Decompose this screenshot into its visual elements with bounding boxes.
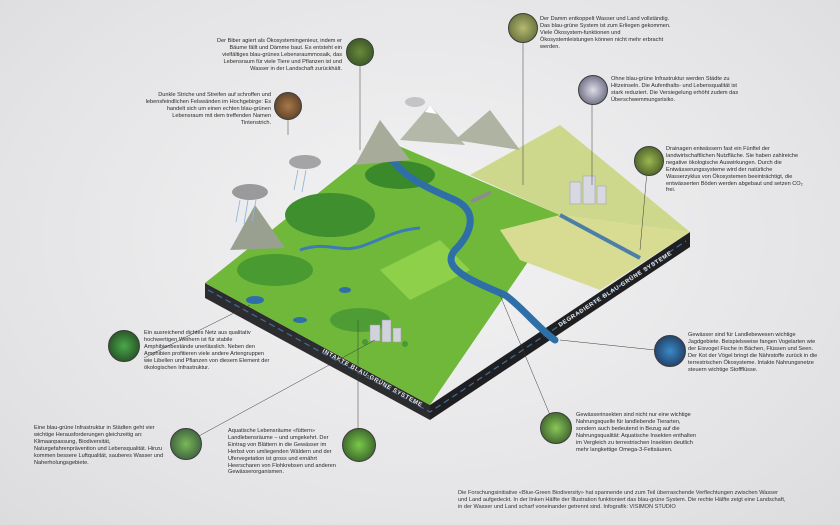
degraded-land-surface — [470, 125, 690, 232]
callout-cliffs: Dunkle Striche und Streifen auf schroffe… — [145, 92, 271, 126]
groundwater-strip — [207, 240, 687, 413]
cliff-pin — [274, 92, 302, 120]
beaver-pin — [346, 38, 374, 66]
callout-kingfisher: Gewässer sind für Landlebewesen wichtige… — [688, 332, 818, 373]
snow-cap — [425, 105, 437, 114]
callout-ponds: Ein ausreichend dichtes Netz aus qualita… — [144, 330, 270, 371]
river — [381, 146, 559, 344]
ponds-pin — [108, 330, 140, 362]
drainage-pin — [634, 146, 664, 176]
forest-patch-1 — [285, 193, 375, 237]
forest-patch-2 — [237, 254, 313, 286]
callout-beaver: Der Biber agiert als Ökosystemingenieur,… — [217, 38, 342, 72]
block-front-right — [430, 232, 690, 420]
dam — [470, 190, 492, 204]
canal — [559, 213, 641, 260]
callout-city-heat: Ohne blau-grüne Infrastruktur werden Stä… — [611, 76, 739, 103]
insects-pin — [540, 412, 572, 444]
meander-stream — [299, 226, 421, 252]
leader-lines — [143, 32, 656, 444]
pond-1 — [246, 296, 264, 304]
city-green-pin — [170, 428, 202, 460]
callout-dam: Der Damm entkoppelt Wasser und Land voll… — [540, 16, 671, 50]
wetland-meadow — [380, 240, 470, 300]
callout-city-green: Eine blau-grüne Infrastruktur in Städten… — [34, 425, 164, 466]
aquatic-pin — [342, 428, 376, 462]
mountain-1 — [230, 205, 285, 250]
callout-insects: Gewässerinsekten sind nicht nur eine wic… — [576, 412, 697, 453]
callout-aquatic: Aquatische Lebensräume «füttern» Landleb… — [228, 428, 336, 476]
footer-text: Die Forschungsinitiative «Blue-Green Bio… — [458, 490, 786, 510]
pond-2 — [293, 317, 307, 323]
kingfisher-pin — [654, 335, 686, 367]
forest-patch-4 — [330, 308, 390, 332]
degraded-fields — [500, 215, 690, 290]
mountain-2 — [355, 120, 410, 165]
city-heat-pin — [578, 75, 608, 105]
city-intact — [362, 319, 408, 347]
dam-pin — [508, 13, 538, 43]
rain-clouds — [232, 97, 425, 225]
mountain-3 — [400, 105, 465, 145]
block-front-left — [205, 283, 430, 420]
mountain-4 — [455, 110, 520, 150]
callout-drainage: Drainagen entwässern fast ein Fünftel de… — [666, 146, 803, 194]
pond-3 — [339, 287, 351, 293]
